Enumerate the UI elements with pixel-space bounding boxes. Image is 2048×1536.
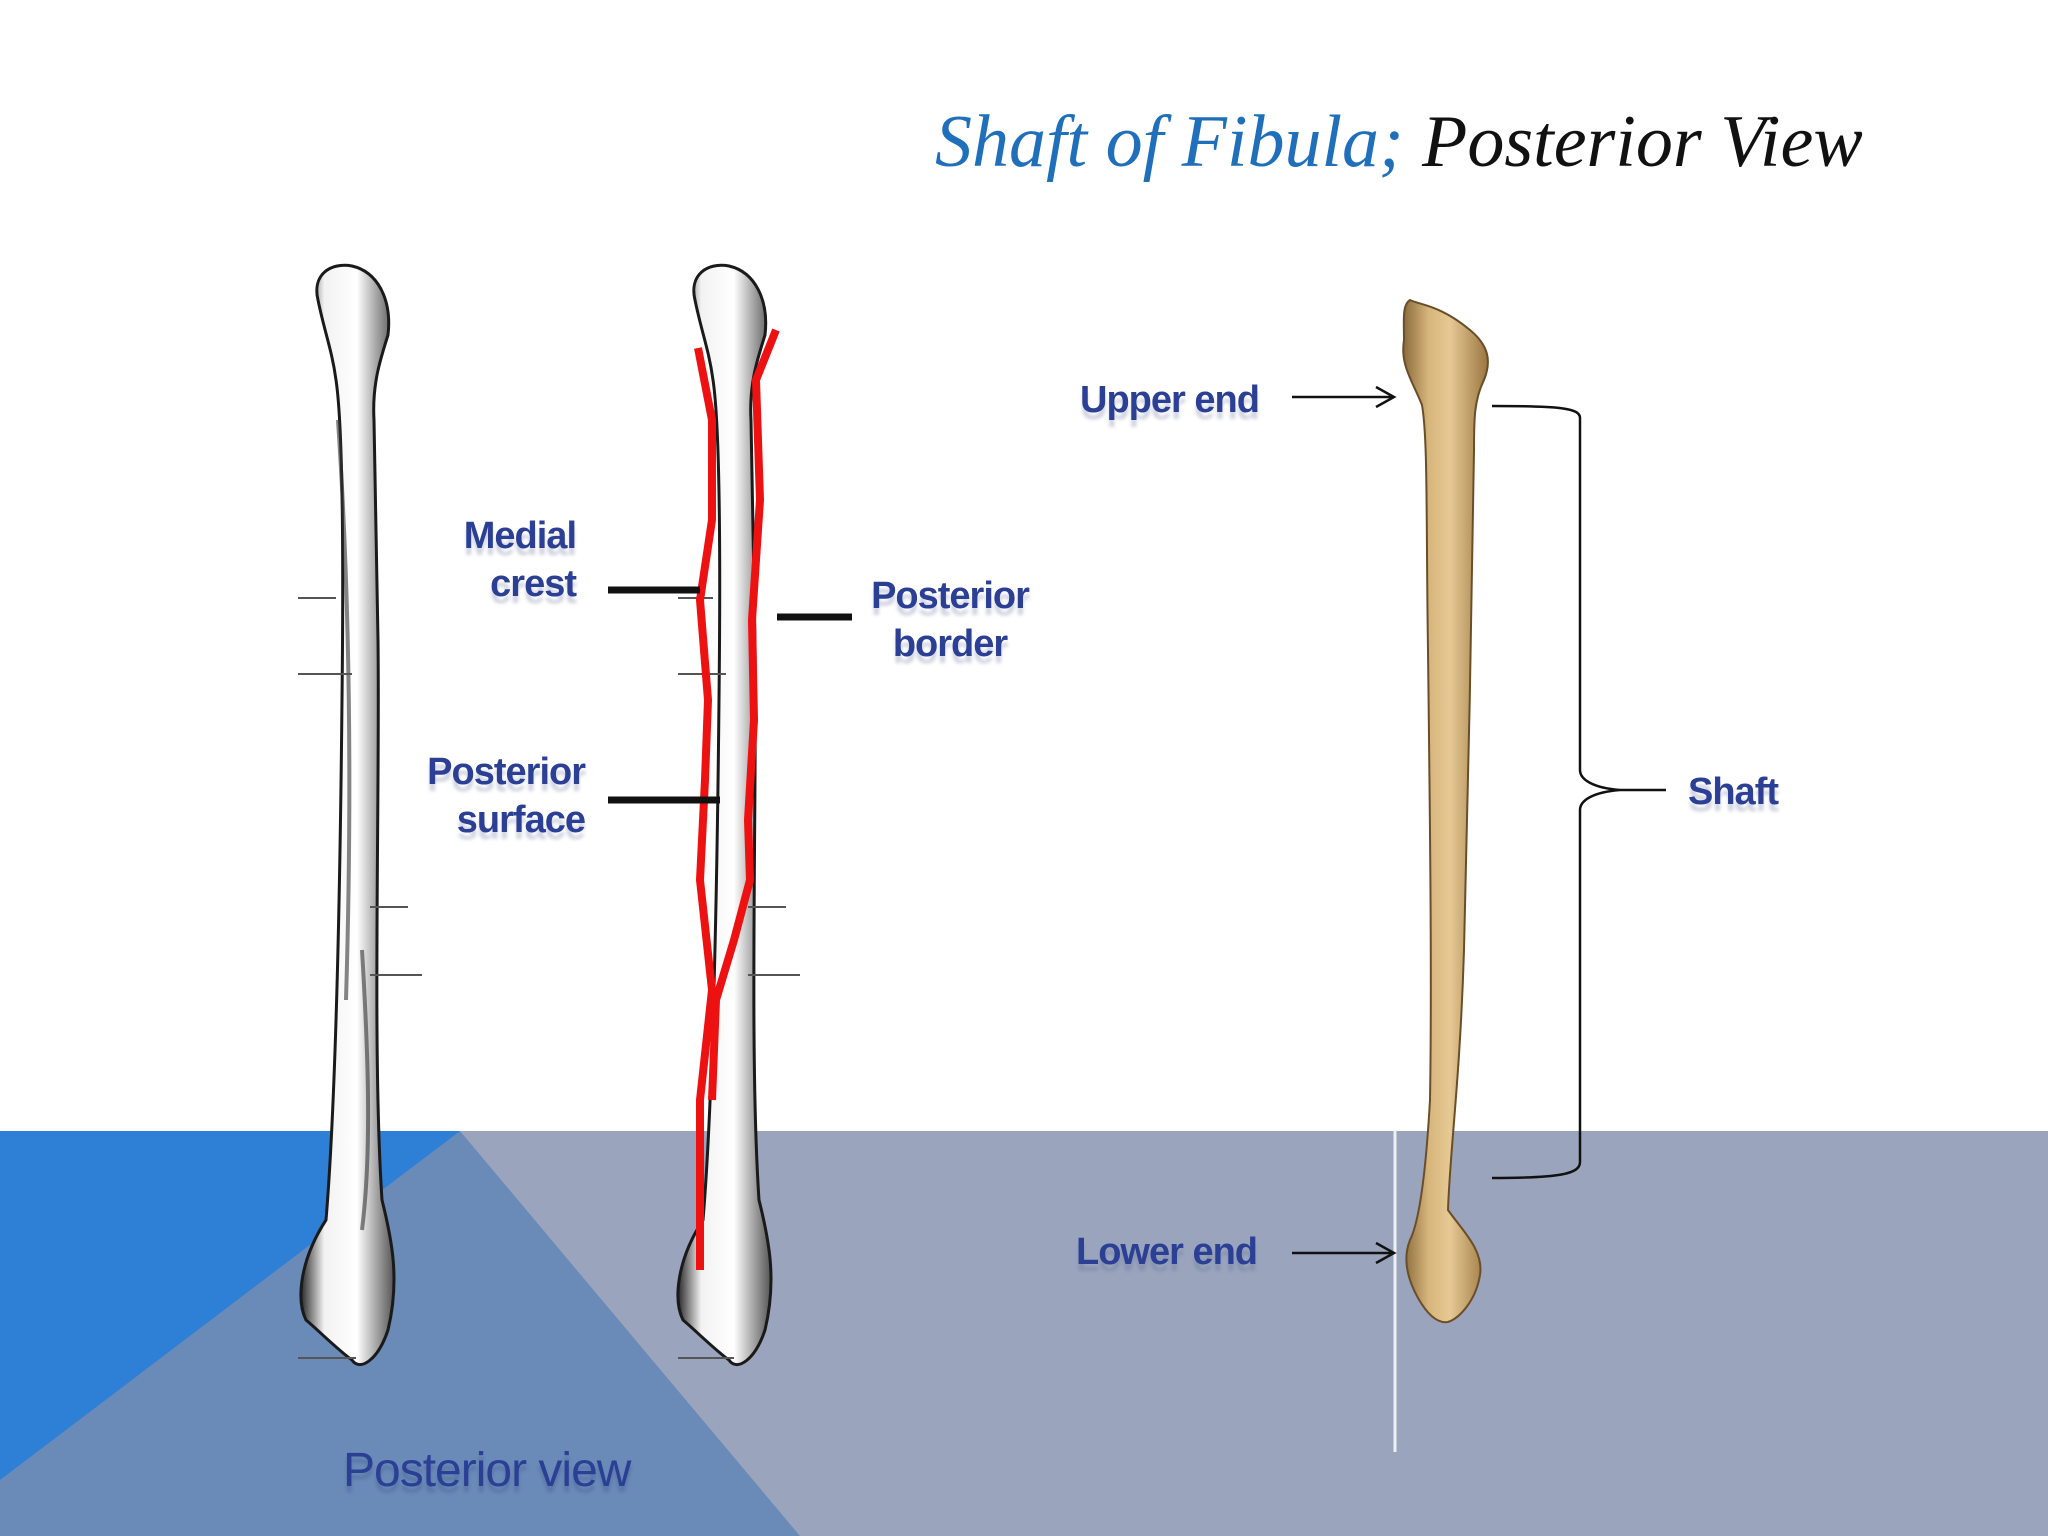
posterior-border-outline xyxy=(708,328,780,1101)
label-shaft: Shaft xyxy=(1688,771,1779,813)
label-lower-end: Lower end xyxy=(1076,1231,1258,1273)
title-part-black: Posterior View xyxy=(1422,101,1863,183)
fibula-illustration xyxy=(1393,298,1489,1452)
title-part-blue: Shaft of Fibula; xyxy=(935,101,1404,183)
caption-posterior-view: Posterior view xyxy=(343,1444,631,1497)
label-posterior-surface: Posterior surface xyxy=(427,751,586,841)
fibula-sketch-left xyxy=(298,263,422,1367)
slide-title: Shaft of Fibula; Posterior View xyxy=(935,100,1863,185)
label-posterior-border: Posterior border xyxy=(871,575,1030,665)
label-upper-end: Upper end xyxy=(1080,379,1260,421)
fibula-sketch-annotated xyxy=(608,263,852,1367)
medial-crest-outline xyxy=(694,347,716,1270)
label-medial-crest: Medial crest xyxy=(463,515,577,605)
background-bands xyxy=(0,1131,2048,1536)
shaft-brace xyxy=(1491,404,1666,1180)
annotation-lines xyxy=(1292,385,1666,1265)
